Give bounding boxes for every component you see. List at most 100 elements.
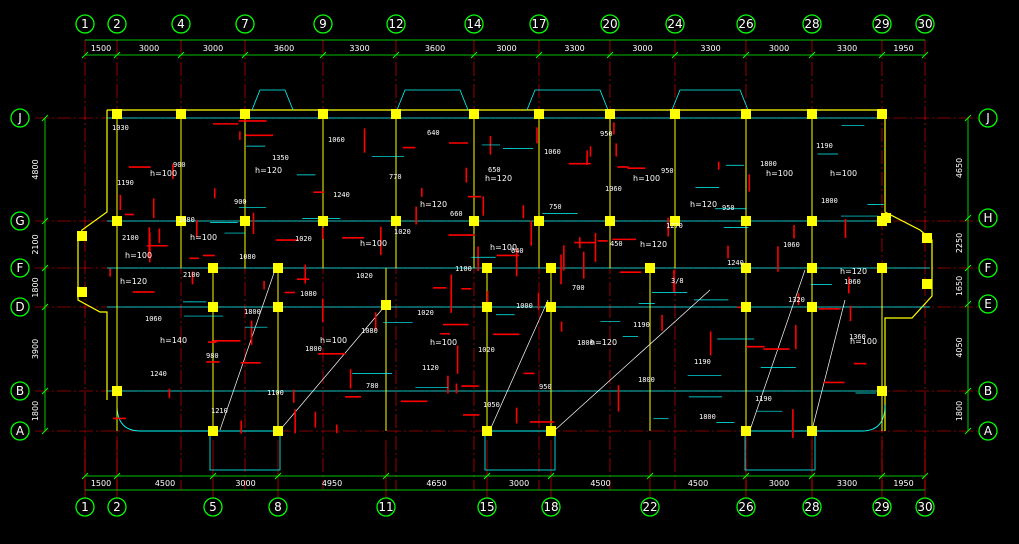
axis-label: D <box>15 300 24 314</box>
column <box>176 216 186 226</box>
bottom-dimension: 4650 <box>426 479 446 488</box>
axis-bubble-right: A <box>978 421 998 441</box>
axis-circle <box>872 497 892 517</box>
dim-tick <box>483 472 491 480</box>
dim-tick <box>41 427 49 435</box>
right-dimension: 1800 <box>955 401 964 421</box>
axis-circle <box>464 14 484 34</box>
dimension-lines <box>41 39 972 491</box>
axis-circle <box>978 208 998 228</box>
right-dimension: 2250 <box>955 233 964 253</box>
axis-circle <box>386 14 406 34</box>
axis-label: 18 <box>543 500 558 514</box>
column <box>273 302 283 312</box>
column <box>670 216 680 226</box>
column <box>807 216 817 226</box>
axis-circle <box>10 258 30 278</box>
axis-bubble-top: 2 <box>107 14 127 34</box>
axis-label: 1 <box>81 17 89 31</box>
dim-tick <box>470 51 478 59</box>
dim-tick <box>535 51 543 59</box>
axis-bubble-bottom: 15 <box>477 497 497 517</box>
top-dimension: 3300 <box>349 44 369 53</box>
bottom-dimension: 3300 <box>837 479 857 488</box>
column <box>381 300 391 310</box>
dim-tick <box>606 51 614 59</box>
axis-circle <box>915 14 935 34</box>
axis-circle <box>736 14 756 34</box>
slab-thickness-label: h=100 <box>125 251 152 260</box>
axis-bubble-left: G <box>10 211 30 231</box>
beam-label: 950 <box>600 130 613 138</box>
left-dimension: 1800 <box>31 277 40 297</box>
axis-bubble-top: 12 <box>386 14 406 34</box>
column <box>534 216 544 226</box>
slab-thickness-label: h=120 <box>690 200 717 209</box>
dim-tick <box>41 114 49 122</box>
axis-circle <box>203 497 223 517</box>
beam-label: 900 <box>173 161 186 169</box>
dim-tick <box>964 427 972 435</box>
axis-bubble-bottom: 2 <box>107 497 127 517</box>
slab-thickness-label: h=100 <box>430 338 457 347</box>
column <box>482 302 492 312</box>
axis-circle <box>268 497 288 517</box>
axis-circle <box>75 14 95 34</box>
axis-bubble-top: 7 <box>235 14 255 34</box>
beam-label: 1320 <box>788 296 805 304</box>
beam-label: 2100 <box>183 271 200 279</box>
column <box>240 216 250 226</box>
top-dimension: 3300 <box>564 44 584 53</box>
axis-bubble-left: D <box>10 297 30 317</box>
walls <box>77 89 933 471</box>
beam-label: 1120 <box>422 364 439 372</box>
slab-thickness-label: h=120 <box>420 200 447 209</box>
top-dimension: 3000 <box>496 44 516 53</box>
bottom-dimension: 1500 <box>91 479 111 488</box>
axis-bubble-bottom: 28 <box>802 497 822 517</box>
stair-diagonal <box>554 289 711 431</box>
beam-label: 1190 <box>694 358 711 366</box>
balcony-curve <box>116 404 210 432</box>
bottom-dimension: 3000 <box>769 479 789 488</box>
slab-thickness-label: h=100 <box>830 169 857 178</box>
axis-bubble-top: 29 <box>872 14 892 34</box>
slab-thickness-label: h=100 <box>320 336 347 345</box>
axis-bubble-right: B <box>978 381 998 401</box>
column <box>605 109 615 119</box>
beam-label: 1190 <box>816 142 833 150</box>
beam-label: 780 <box>366 382 379 390</box>
axis-circle <box>529 14 549 34</box>
beam-label: 1800 <box>699 413 716 421</box>
beam-label: 770 <box>389 173 402 181</box>
column <box>741 426 751 436</box>
axis-circle <box>10 381 30 401</box>
axis-circle <box>10 297 30 317</box>
column <box>208 263 218 273</box>
column <box>208 302 218 312</box>
dim-tick <box>81 472 89 480</box>
stair-diagonal <box>489 299 549 431</box>
column <box>176 109 186 119</box>
right-dimension: 4650 <box>955 158 964 178</box>
axis-bubble-bottom: 1 <box>75 497 95 517</box>
column <box>391 109 401 119</box>
column <box>482 263 492 273</box>
balcony-curve <box>815 404 886 432</box>
beam-label: 950 <box>661 167 674 175</box>
top-dimension: 3300 <box>700 44 720 53</box>
column <box>877 386 887 396</box>
column <box>112 216 122 226</box>
beam-label: 700 <box>572 284 585 292</box>
beam-label: 1020 <box>295 235 312 243</box>
axis-bubble-top: 1 <box>75 14 95 34</box>
axis-label: 28 <box>804 500 819 514</box>
column <box>645 263 655 273</box>
axis-circle <box>107 14 127 34</box>
beam-label: 1100 <box>455 265 472 273</box>
bottom-dimension: 4500 <box>688 479 708 488</box>
dim-tick <box>81 51 89 59</box>
beam-label: 450 <box>610 240 623 248</box>
axis-label: F <box>985 261 992 275</box>
